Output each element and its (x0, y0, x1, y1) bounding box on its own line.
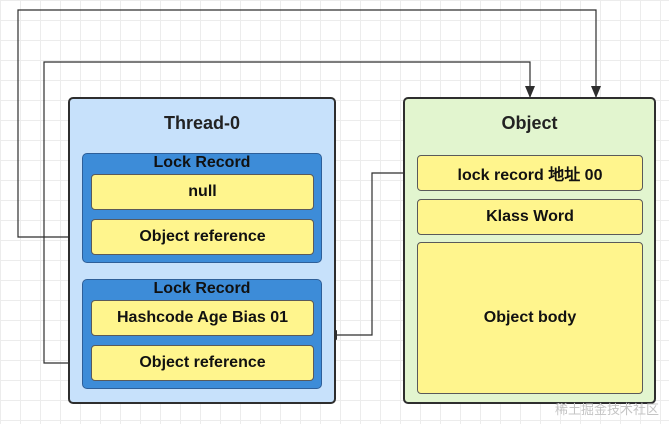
lock-record-pointer-line (325, 172, 418, 340)
object-klass-word-field: Klass Word (417, 199, 643, 235)
lock-record-2-object-reference-field: Object reference (91, 345, 314, 381)
lock-record-1-title: Lock Record (153, 154, 251, 171)
lock-record-1: Lock Record null Object reference (82, 153, 322, 263)
lock-record-1-null-field: null (91, 174, 314, 210)
thread-box: Thread-0 Lock Record null Object referen… (68, 97, 336, 404)
thread-title: Thread-0 (163, 113, 241, 133)
reference-line-inner (43, 61, 535, 364)
object-title: Object (501, 113, 558, 133)
lock-record-2-title: Lock Record (153, 280, 251, 297)
object-body-field: Object body (417, 242, 643, 394)
object-mark-word-field: lock record 地址 00 (417, 155, 643, 191)
lock-record-2: Lock Record Hashcode Age Bias 01 Object … (82, 279, 322, 389)
lock-record-1-object-reference-field: Object reference (91, 219, 314, 255)
watermark: 稀土掘金技术社区 (554, 402, 659, 417)
object-box: Object lock record 地址 00 Klass Word Obje… (403, 97, 656, 404)
reference-line-outer (17, 9, 601, 238)
lock-record-2-mark-word-field: Hashcode Age Bias 01 (91, 300, 314, 336)
